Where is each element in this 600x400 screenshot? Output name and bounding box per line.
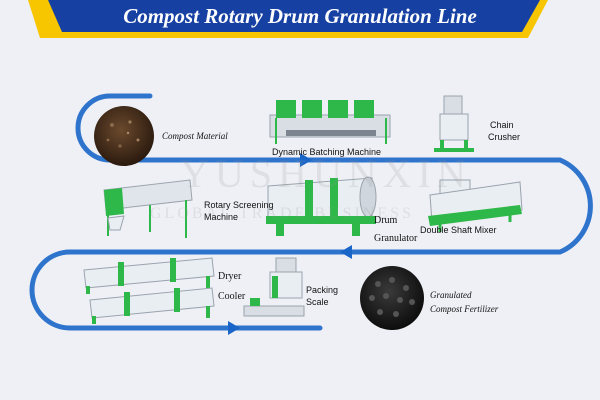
- label-packing-scale-1: Packing: [306, 285, 339, 295]
- label-chain-crusher-1: Chain: [490, 120, 514, 130]
- label-cooler: Cooler: [218, 291, 246, 302]
- label-rotary-screening-2: Machine: [204, 212, 239, 222]
- label-granulated-1: Granulated: [430, 290, 472, 300]
- watermark: YUSHUNXIN: [180, 151, 472, 196]
- label-dryer: Dryer: [218, 271, 242, 282]
- dryer-machine: [83, 257, 215, 294]
- page-title: Compost Rotary Drum Granulation Line: [123, 4, 477, 28]
- label-packing-scale-2: Scale: [306, 297, 329, 307]
- flow-arrowheads: [228, 153, 352, 335]
- label-double-shaft-mixer: Double Shaft Mixer: [420, 225, 497, 235]
- chain-crusher: [434, 95, 474, 152]
- double-shaft-mixer: [428, 179, 523, 232]
- granulated-fertilizer-image: [360, 266, 424, 330]
- label-compost-material: Compost Material: [162, 131, 228, 141]
- label-drum-granulator-2: Granulator: [374, 233, 418, 244]
- drum-granulator: [266, 176, 377, 236]
- compost-material-image: [94, 106, 154, 166]
- title-banner: [28, 0, 548, 38]
- cooler-machine: [89, 287, 215, 324]
- label-rotary-screening-1: Rotary Screening: [204, 200, 274, 210]
- label-chain-crusher-2: Crusher: [488, 132, 521, 142]
- packing-scale: [243, 257, 305, 317]
- label-granulated-2: Compost Fertilizer: [430, 304, 499, 314]
- label-drum-granulator-1: Drum: [374, 215, 398, 226]
- label-dynamic-batching: Dynamic Batching Machine: [272, 147, 382, 157]
- watermark-sub: GLOBAL TRADE BUSINESS: [150, 205, 414, 222]
- dynamic-batching-machine: [269, 100, 391, 144]
- rotary-screening-machine: [103, 179, 193, 238]
- flow-arrow-path: [29, 93, 593, 331]
